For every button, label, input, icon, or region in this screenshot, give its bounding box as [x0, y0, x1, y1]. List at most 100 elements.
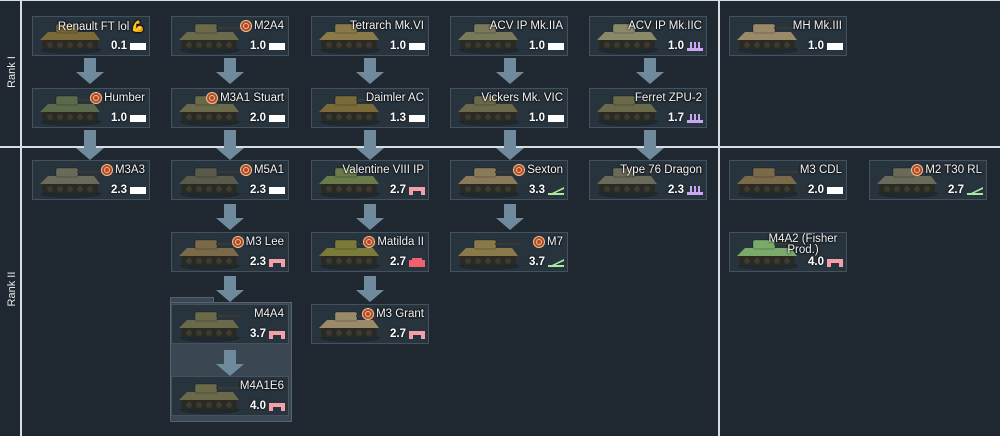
vehicle-name: Daimler AC [366, 92, 424, 104]
vehicle-thumbnail [319, 239, 380, 270]
arrow-icon [216, 58, 244, 84]
nation-flag-icon [533, 236, 546, 248]
medium-tank-icon [409, 187, 425, 195]
vehicle-name: M3A1 Stuart [206, 92, 284, 104]
heavy-tank-icon [409, 258, 425, 267]
vehicle-name: M3 Lee [231, 236, 284, 248]
vehicle-name: ACV IP Mk.IIC [628, 20, 702, 32]
vehicle-name-text: MH Mk.III [792, 20, 842, 32]
vehicle-name-text: M4A1E6 [239, 380, 284, 392]
vehicle-thumbnail [319, 95, 380, 126]
vehicle-name: M4A1E6 [240, 380, 284, 392]
vehicle-thumbnail [179, 23, 240, 54]
vehicle-name: MH Mk.III [793, 20, 842, 32]
vehicle-name-text: ACV IP Mk.IIC [628, 20, 702, 32]
vehicle-thumbnail [179, 95, 240, 126]
vehicle-card-m4a1e6[interactable]: M4A1E6 4.0 [171, 376, 289, 416]
battle-rating: 2.3 [250, 256, 266, 268]
vehicle-thumbnail [40, 95, 101, 126]
spaa-icon [687, 114, 703, 123]
tank-destroyer-icon [548, 259, 564, 267]
vehicle-name: M4A2 (Fisher Prod.) [764, 233, 842, 256]
vehicle-card-m5a1[interactable]: M5A1 2.3 [171, 160, 289, 200]
vehicle-card-m3lee[interactable]: M3 Lee 2.3 [171, 232, 289, 272]
vehicle-name: Sexton [513, 164, 563, 176]
arrow-icon [76, 58, 104, 84]
vehicle-card-sexton[interactable]: Sexton 3.3 [450, 160, 568, 200]
rank-divider [0, 146, 1000, 148]
vehicle-name-text: Tetrarch Mk.VI [349, 20, 424, 32]
arrow-icon [216, 350, 244, 376]
vehicle-name-text: Sexton [527, 164, 563, 176]
light-tank-icon [409, 43, 425, 50]
vehicle-name: Humber [90, 92, 145, 104]
vehicle-name-text: Valentine VIII IP [342, 164, 424, 176]
vehicle-name: M3 Grant [362, 308, 424, 320]
vehicle-name-text: M2 T30 RL [925, 164, 982, 176]
nation-flag-icon [363, 236, 376, 248]
light-tank-icon [130, 115, 146, 122]
arrow-icon [76, 130, 104, 160]
vehicle-name: Tetrarch Mk.VI [350, 20, 424, 32]
vehicle-name: Ferret ZPU-2 [635, 92, 702, 104]
tank-destroyer-icon [548, 187, 564, 195]
vehicle-name-text: M5A1 [253, 164, 284, 176]
vehicle-name: M2A4 [239, 20, 284, 32]
vehicle-name-text: M4A4 [253, 308, 284, 320]
battle-rating: 2.3 [668, 184, 684, 196]
battle-rating: 3.3 [529, 184, 545, 196]
battle-rating: 2.7 [948, 184, 964, 196]
vehicle-thumbnail [597, 23, 658, 54]
vehicle-thumbnail [458, 239, 519, 270]
vehicle-card-m3a1[interactable]: M3A1 Stuart 2.0 [171, 88, 289, 128]
vehicle-card-type76[interactable]: Type 76 Dragon 2.3 [589, 160, 707, 200]
battle-rating: 3.7 [529, 256, 545, 268]
vehicle-thumbnail [40, 167, 101, 198]
vehicle-name-text: Vickers Mk. VIC [481, 92, 563, 104]
arrow-icon [356, 276, 384, 302]
arrow-icon [356, 130, 384, 160]
battle-rating: 4.0 [250, 400, 266, 412]
vehicle-name: Valentine VIII IP [342, 164, 424, 176]
vehicle-thumbnail [179, 383, 240, 414]
vehicle-name-text: Renault FT lol [57, 20, 130, 33]
vehicle-card-valentine[interactable]: Valentine VIII IP 2.7 [311, 160, 429, 200]
vehicle-name-text: ACV IP Mk.IIA [489, 20, 563, 32]
vehicle-name: M7 [533, 236, 563, 248]
vehicle-name-text: Type 76 Dragon [620, 164, 702, 176]
light-tank-icon [827, 187, 843, 194]
light-tank-icon [130, 43, 146, 50]
vehicle-thumbnail [877, 167, 938, 198]
vehicle-card-renault[interactable]: Renault FT lol💪0.1 [32, 16, 150, 56]
vehicle-card-m7[interactable]: M7 3.7 [450, 232, 568, 272]
nation-flag-icon [513, 164, 526, 176]
battle-rating: 2.0 [250, 112, 266, 124]
vehicle-card-m4a2[interactable]: M4A2 (Fisher Prod.)4.0 [729, 232, 847, 272]
vehicle-thumbnail [179, 239, 240, 270]
vehicle-name: M4A4 [254, 308, 284, 320]
vehicle-name: Type 76 Dragon [620, 164, 702, 176]
battle-rating: 2.7 [390, 184, 406, 196]
folder-tab[interactable] [170, 297, 214, 303]
vehicle-card-m2t30[interactable]: M2 T30 RL 2.7 [869, 160, 987, 200]
nation-flag-icon [206, 92, 219, 104]
vehicle-name-text: M4A2 (Fisher Prod.) [768, 233, 838, 256]
battle-rating: 2.3 [250, 184, 266, 196]
vehicle-thumbnail [179, 167, 240, 198]
vehicle-name: M2 T30 RL [911, 164, 982, 176]
